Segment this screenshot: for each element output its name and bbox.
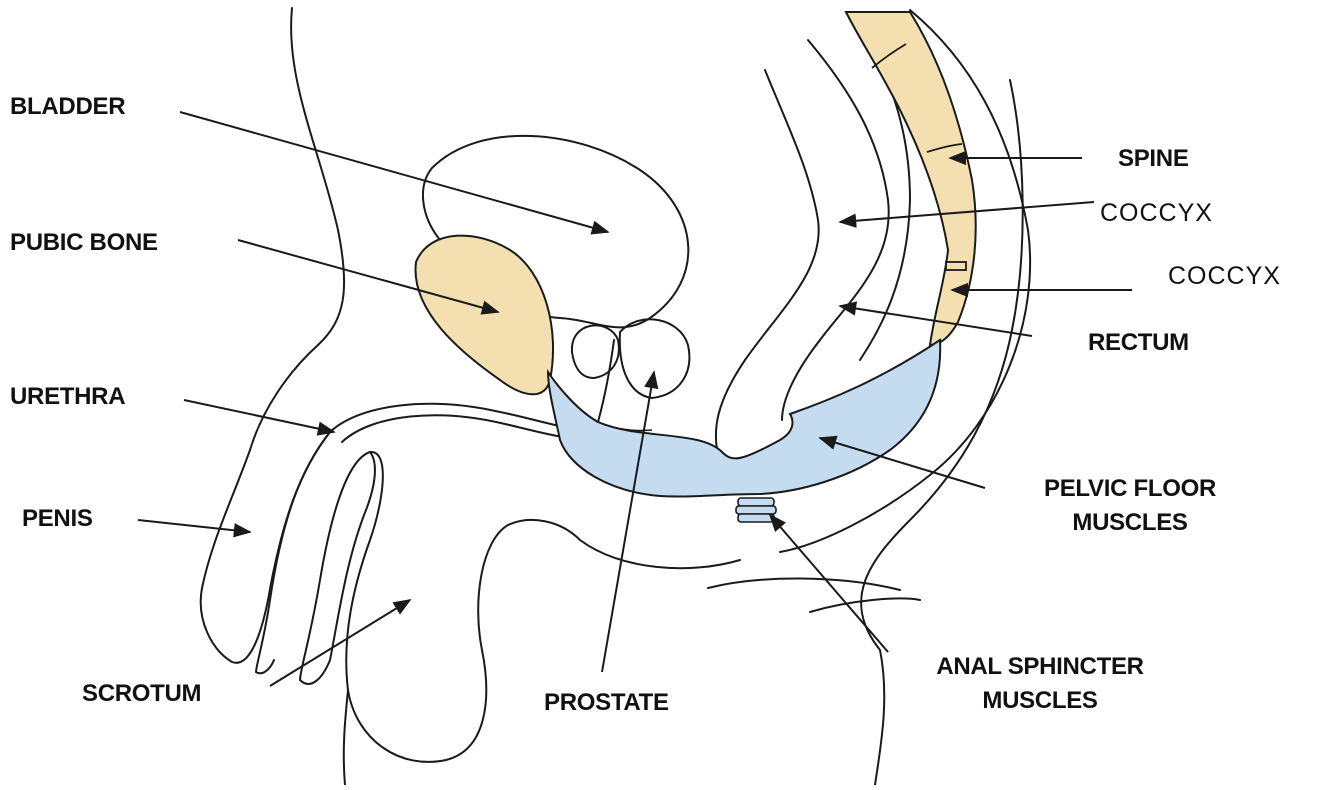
- label-prostate: PROSTATE: [544, 686, 669, 720]
- coccyx-joint: [946, 262, 966, 270]
- arrow-penis: [138, 520, 250, 532]
- sphincter-ring-3: [738, 514, 774, 522]
- pelvic-floor-muscles: [548, 340, 940, 497]
- rectum-back-wall: [782, 40, 889, 420]
- label-penis: PENIS: [22, 502, 93, 536]
- label-pubic-bone: PUBIC BONE: [10, 226, 158, 260]
- scrotum-inner: [300, 452, 375, 684]
- anal-sphincter: [736, 498, 776, 522]
- buttock-line: [708, 578, 900, 590]
- sphincter-ring-2: [736, 506, 776, 514]
- prostate-duct: [598, 340, 614, 422]
- thigh-line: [344, 690, 348, 785]
- arrow-bladder: [180, 112, 608, 232]
- label-coccyx-2: COCCYX: [1168, 259, 1281, 293]
- rectum-front-wall: [716, 70, 819, 462]
- label-rectum: RECTUM: [1088, 326, 1189, 360]
- urethra-tube: [256, 432, 330, 673]
- body-front-outline: [250, 8, 344, 450]
- sphincter-ring-1: [738, 498, 774, 506]
- label-urethra: URETHRA: [10, 380, 125, 414]
- arrow-scrotum: [270, 600, 410, 686]
- label-coccyx-1: COCCYX: [1100, 196, 1213, 230]
- label-pelvic-floor-line1: PELVIC FLOOR: [1000, 472, 1260, 506]
- label-anal-sphincter-line2: MUSCLES: [900, 684, 1180, 718]
- label-scrotum: SCROTUM: [82, 677, 201, 711]
- label-spine: SPINE: [1118, 142, 1189, 176]
- label-pelvic-floor: PELVIC FLOOR MUSCLES: [1000, 472, 1260, 540]
- label-anal-sphincter-line1: ANAL SPHINCTER: [900, 650, 1180, 684]
- label-pelvic-floor-line2: MUSCLES: [1000, 506, 1260, 540]
- buttock-line-2: [810, 599, 920, 613]
- arrow-prostate: [602, 372, 654, 672]
- pubic-bone: [416, 236, 554, 395]
- label-bladder: BLADDER: [10, 90, 125, 124]
- prostate-right-lobe: [620, 319, 690, 398]
- spine-sacrum: [846, 12, 976, 345]
- label-anal-sphincter: ANAL SPHINCTER MUSCLES: [900, 650, 1180, 718]
